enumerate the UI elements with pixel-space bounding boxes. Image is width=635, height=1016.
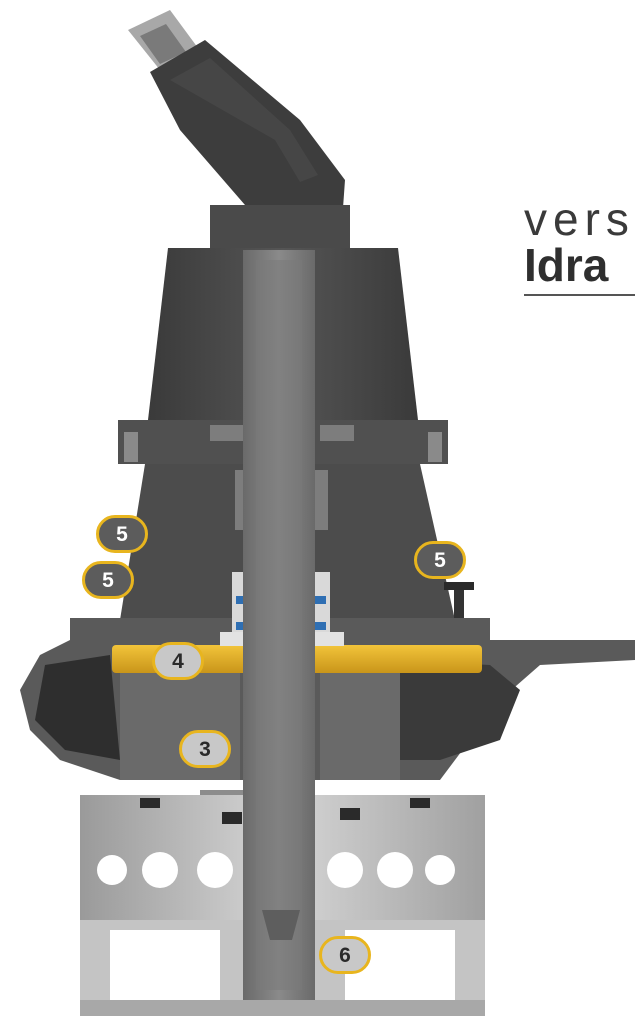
callout-3[interactable]: 3 xyxy=(179,730,231,768)
callout-5-upper-left[interactable]: 5 xyxy=(96,515,148,553)
neck-collar xyxy=(210,205,350,250)
callout-5-lower-left[interactable]: 5 xyxy=(82,561,134,599)
callout-5-right[interactable]: 5 xyxy=(414,541,466,579)
heading-line-2: Idra xyxy=(524,239,609,291)
heading-divider xyxy=(524,294,635,296)
callout-4[interactable]: 4 xyxy=(152,642,204,680)
heading-line-1: vers xyxy=(524,193,635,245)
callout-6[interactable]: 6 xyxy=(319,936,371,974)
